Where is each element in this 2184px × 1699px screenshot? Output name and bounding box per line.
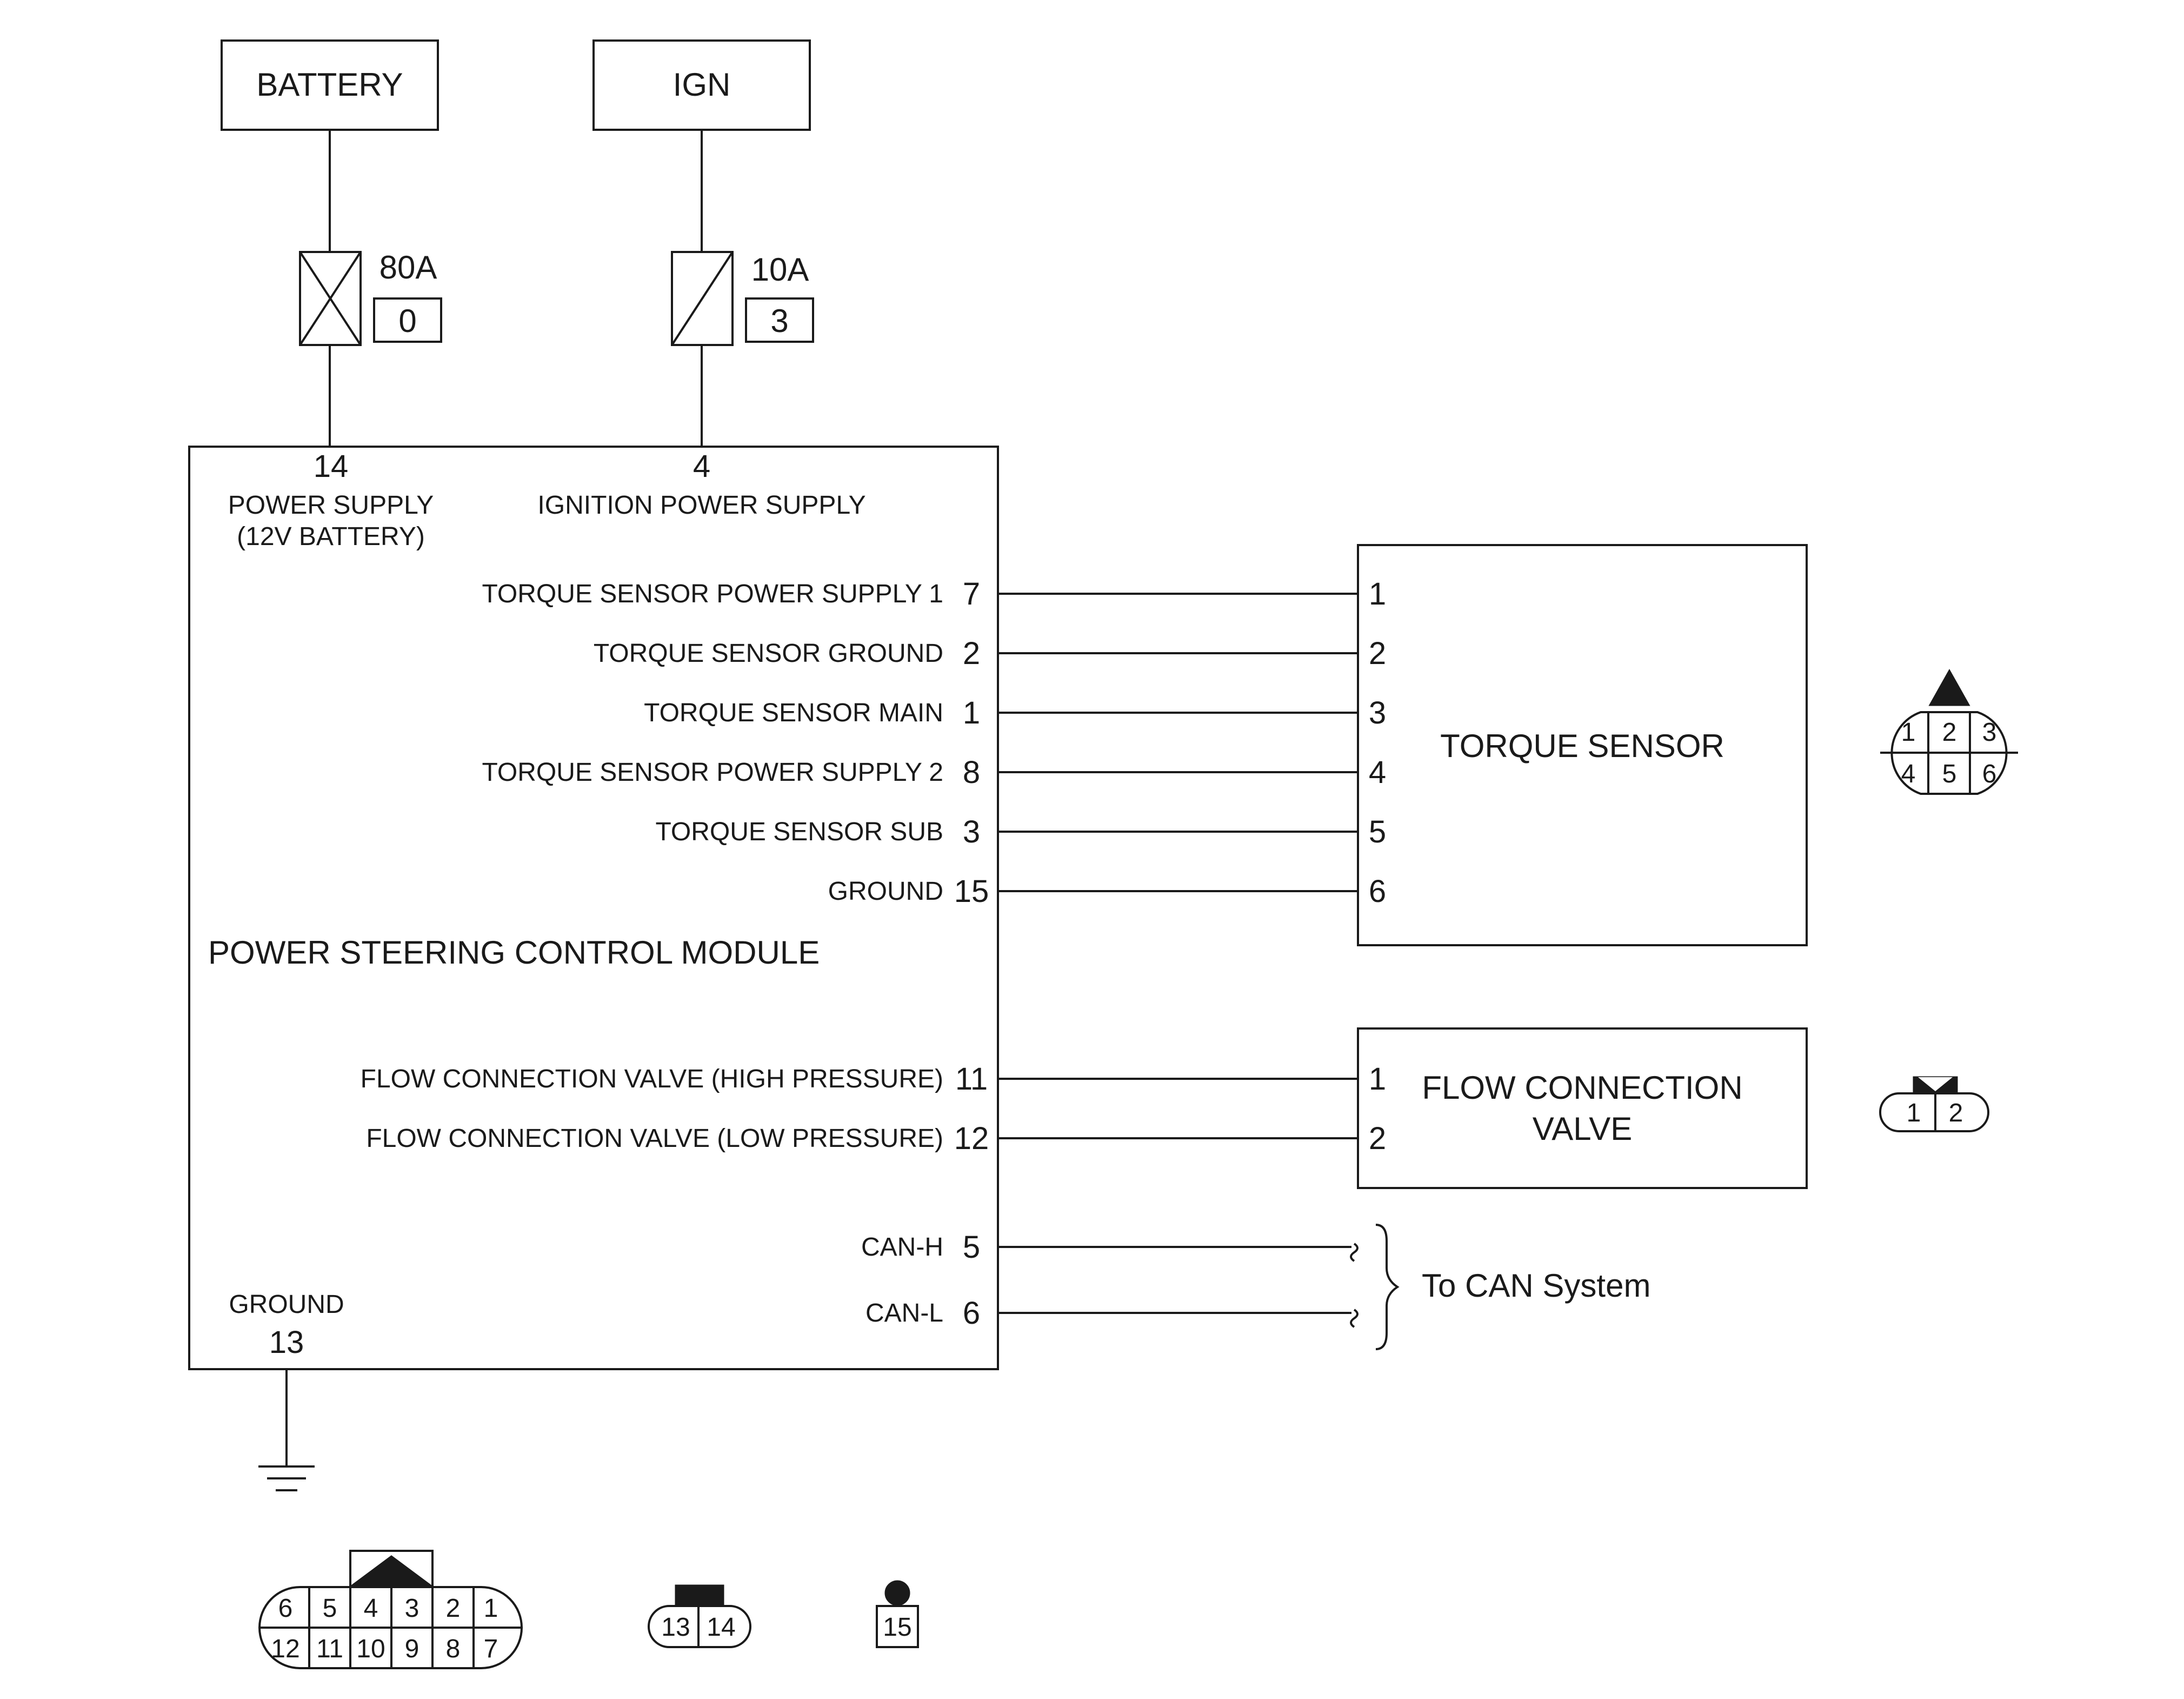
flow-valve-connector [1879, 1076, 1989, 1132]
fuse-10a-number: 3 [770, 303, 788, 339]
flow-valve-pin-number: 1 [1369, 1061, 1386, 1097]
module-signal-label: CAN-L [865, 1299, 943, 1328]
module-pin-number: 12 [954, 1121, 989, 1156]
module-main-connector [258, 1550, 523, 1669]
fuse-80a-number-box [373, 297, 442, 343]
torque-sensor-title: TORQUE SENSOR [1440, 728, 1724, 764]
module-pin-number: 6 [963, 1296, 980, 1331]
module-signal-label: TORQUE SENSOR MAIN [644, 699, 943, 727]
module-power-connector-pins: 13 14 [661, 1613, 735, 1642]
module-signal-label: GROUND [828, 877, 943, 906]
module-pin-number: 3 [963, 814, 980, 849]
ign-label: IGN [673, 67, 731, 103]
torque-sensor-pin-number: 3 [1369, 695, 1386, 731]
ignition-power-supply-label: IGNITION POWER SUPPLY [537, 491, 865, 520]
module-ground-connector-pins: 15 [883, 1613, 911, 1642]
module-pin-14: 14 [314, 449, 349, 484]
torque-sensor-pin-number: 4 [1369, 755, 1386, 790]
torque-sensor-pins: 1 2 3 4 5 6 [1369, 576, 1386, 909]
power-supply-label: POWER SUPPLY [228, 491, 434, 520]
battery-label: BATTERY [256, 67, 403, 103]
module-signal-label: TORQUE SENSOR POWER SUPPLY 1 [482, 580, 943, 608]
fusible-link-80a [299, 251, 362, 346]
ign-source: IGN [592, 39, 811, 131]
module-signal-label: TORQUE SENSOR POWER SUPPLY 2 [482, 758, 943, 787]
module-pin-13: 13 [269, 1325, 304, 1360]
module-pin-number: 7 [963, 576, 980, 612]
connector-pin-label: 6 [1982, 760, 1997, 788]
connector-pin-label: 1 [1907, 1099, 1921, 1127]
ground-label: GROUND [229, 1290, 344, 1319]
connector-pin-label: 9 [405, 1635, 420, 1663]
flow-valve-pins: 12 [1369, 1061, 1386, 1156]
connector-pin-label: 1 [1901, 718, 1916, 747]
flow-valve-title: FLOW CONNECTION [1422, 1070, 1742, 1106]
module-pin-number: 11 [955, 1061, 988, 1097]
connector-pin-label: 13 [661, 1613, 690, 1642]
module-signal-label: FLOW CONNECTION VALVE (LOW PRESSURE) [366, 1124, 943, 1153]
module-pin-number: 5 [963, 1230, 980, 1265]
module-signal-label: FLOW CONNECTION VALVE (HIGH PRESSURE) [361, 1065, 943, 1093]
power-steering-control-module [188, 446, 999, 1370]
flow-valve-title-line2: VALVE [1533, 1111, 1633, 1147]
module-title: POWER STEERING CONTROL MODULE [208, 934, 820, 971]
module-pin-4: 4 [693, 449, 710, 484]
torque-sensor [1357, 544, 1808, 946]
fuse-10a [671, 251, 734, 346]
module-signal-label: TORQUE SENSOR SUB [655, 818, 943, 846]
connector-pin-label: 5 [323, 1594, 337, 1623]
flow-valve-pin-number: 2 [1369, 1121, 1386, 1156]
connector-pin-label: 15 [883, 1613, 911, 1642]
fuse-80a-number: 0 [398, 303, 416, 339]
module-signal-label: TORQUE SENSOR GROUND [594, 639, 943, 668]
battery-source: BATTERY [221, 39, 439, 131]
module-power-connector [648, 1584, 751, 1648]
connector-pin-label: 1 [484, 1594, 498, 1623]
torque-sensor-pin-number: 2 [1369, 636, 1386, 671]
connector-pin-label: 3 [405, 1594, 420, 1623]
connector-pin-label: 12 [271, 1635, 299, 1663]
connector-key-triangle [1928, 668, 1970, 706]
can-wire-breaks [1350, 1243, 1359, 1328]
connector-pin-label: 6 [278, 1594, 293, 1623]
can-system-label: To CAN System [1422, 1267, 1650, 1304]
flow-connection-valve [1357, 1027, 1808, 1189]
torque-sensor-pin-number: 1 [1369, 576, 1386, 612]
connector-pin-label: 2 [1949, 1099, 1963, 1127]
connector-pin-label: 5 [1942, 760, 1957, 788]
fuse-10a-rating: 10A [751, 251, 809, 288]
connector-pin-label: 4 [1901, 760, 1916, 788]
torque-sensor-pin-number: 6 [1369, 874, 1386, 909]
connector-pin-label: 7 [484, 1635, 498, 1663]
connector-key-triangle [349, 1555, 434, 1587]
connector-pin-label: 3 [1982, 718, 1997, 747]
module-pin-number: 15 [954, 874, 989, 909]
connector-pin-label: 10 [356, 1635, 385, 1663]
connector-pin-label: 14 [707, 1613, 735, 1642]
fuse-10a-number-box [745, 297, 814, 343]
connector-pin-label: 11 [316, 1635, 343, 1663]
connector-pin-label: 2 [446, 1594, 461, 1623]
connector-pin-label: 8 [446, 1635, 461, 1663]
module-ground-connector [876, 1580, 919, 1648]
module-pin-number: 2 [963, 636, 980, 671]
module-pin-number: 1 [963, 695, 980, 731]
torque-sensor-connector [1880, 668, 2018, 795]
power-supply-label-line2: (12V BATTERY) [237, 522, 425, 551]
torque-sensor-pin-number: 5 [1369, 814, 1386, 849]
connector-pin-label: 2 [1942, 718, 1957, 747]
ground-symbol [258, 1369, 315, 1491]
can-brace [1375, 1224, 1400, 1350]
module-signal-label: CAN-H [861, 1233, 943, 1262]
connector-pin-label: 4 [364, 1594, 378, 1623]
module-pin-number: 8 [963, 755, 980, 790]
fuse-80a-rating: 80A [379, 249, 437, 286]
